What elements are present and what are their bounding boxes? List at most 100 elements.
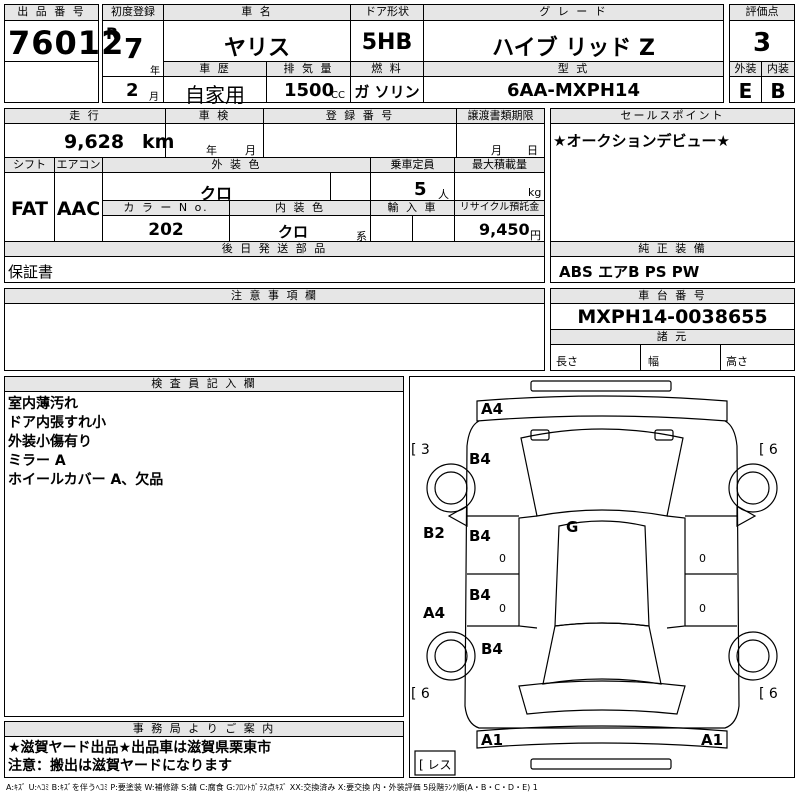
- color-no-label: カ ラ ー N o.: [123, 201, 209, 214]
- chassis-number: MXPH14-0038655: [577, 306, 768, 328]
- car-name: ヤリス: [223, 36, 290, 61]
- capacity-label: 乗車定員: [390, 158, 435, 171]
- selling-points-cell: [550, 108, 795, 242]
- recycle-unit: 円: [530, 229, 541, 242]
- length-label: 長さ: [556, 355, 578, 368]
- inspector-note: ドア内張すれ小: [8, 415, 106, 431]
- month-unit: 月: [149, 92, 159, 103]
- damage-mark: B4: [469, 586, 491, 604]
- damage-mark: B2: [423, 524, 445, 542]
- capacity: 5: [414, 179, 427, 200]
- inspector-note: 室内薄汚れ: [8, 396, 78, 412]
- office-label: 事 務 局 よ り ご 案 内: [132, 722, 276, 735]
- reg-year: 7: [124, 32, 144, 65]
- import-label: 輸 入 車: [387, 201, 438, 214]
- grade-label: グ レ ー ド: [539, 5, 608, 18]
- max-load-label: 最大積載量: [472, 158, 527, 171]
- inspection-label: 車 検: [198, 109, 231, 122]
- panel-mark: 0: [499, 602, 506, 615]
- score: 3: [752, 28, 772, 58]
- door-label: ドア形状: [365, 5, 409, 18]
- color: クロ: [199, 184, 232, 203]
- score-label: 評価点: [745, 5, 779, 18]
- exterior-grade: E: [738, 79, 753, 103]
- inspector-note: ミラー A: [8, 453, 66, 469]
- genuine-equipment: ABS エアB PS PW: [559, 263, 700, 281]
- genuine-label: 純 正 装 備: [638, 242, 707, 255]
- office-notes: ★滋賀ヤード出品★出品車は滋賀県栗東市 注意：搬出は滋賀ヤードになります: [8, 739, 271, 775]
- damage-mark: B4: [481, 640, 503, 658]
- shift-label: シフト: [13, 158, 46, 171]
- capacity-unit: 人: [438, 188, 449, 201]
- history-label: 車 歴: [199, 62, 231, 75]
- displacement-label: 排 気 量: [283, 62, 334, 75]
- width-label: 幅: [648, 355, 659, 368]
- office-note: 注意：搬出は滋賀ヤードになります: [8, 758, 232, 774]
- mileage: 9,628: [64, 131, 125, 153]
- panel-mark: 0: [699, 552, 706, 565]
- tire-rear-left: [ 6: [411, 686, 430, 702]
- exterior-label: 外装: [734, 62, 757, 75]
- panel-mark: 0: [499, 552, 506, 565]
- inspector-note: 外装小傷有り: [8, 434, 92, 450]
- interior-label: 内装: [767, 62, 789, 75]
- car-diagram-frame: [409, 376, 795, 778]
- lot-number-label: 出 品 番 号: [17, 5, 86, 18]
- reg-month: 2: [126, 80, 139, 101]
- damage-mark: A4: [423, 604, 445, 622]
- later-parts: 保証書: [8, 263, 54, 281]
- max-load-unit: kg: [528, 186, 542, 199]
- displacement-unit: CC: [331, 90, 345, 101]
- fuel-label: 燃 料: [371, 62, 403, 75]
- damage-mark: A1: [701, 731, 723, 749]
- spare-tire: [ レス: [419, 758, 452, 772]
- panel-mark: 0: [699, 602, 706, 615]
- color-no: 202: [148, 220, 184, 240]
- damage-mark: G: [566, 518, 578, 536]
- inspector-note: ホイールカバー A、欠品: [8, 472, 164, 488]
- int-color-label: 内 装 色: [275, 201, 325, 214]
- first-reg-label: 初度登録: [111, 5, 155, 18]
- chassis-label: 車 台 番 号: [638, 289, 707, 302]
- grade: ハイブ リッド Z: [492, 36, 655, 61]
- era: R: [106, 24, 119, 43]
- reg-no-label: 登 録 番 号: [325, 109, 395, 122]
- interior-grade: B: [770, 79, 786, 103]
- selling-point: ★オークションデビュー★: [553, 132, 730, 150]
- height-label: 高さ: [726, 355, 748, 368]
- shift: FAT: [11, 198, 48, 220]
- lot-number: 76012: [8, 24, 125, 62]
- damage-mark: A4: [481, 400, 503, 418]
- damage-mark: B4: [469, 450, 491, 468]
- fuel: ガ ソリン: [354, 83, 420, 101]
- damage-mark: A1: [481, 731, 503, 749]
- displacement: 1500: [284, 80, 335, 101]
- int-color-unit: 系: [356, 230, 367, 243]
- color-label: 外 装 色: [211, 158, 262, 171]
- lot-number-header: [4, 4, 99, 21]
- recycle: 9,450: [479, 220, 530, 239]
- mileage-unit: km: [142, 131, 175, 153]
- inspector-notes: 室内薄汚れ ドア内張すれ小 外装小傷有り ミラー A ホイールカバー A、欠品: [8, 395, 163, 490]
- recycle-label: リサイクル預託金: [459, 202, 540, 213]
- car-diagram: A4 B4 B2 B4 B4 A4 B4 G A1 A1 [ 3 [ 6 [ 6…: [411, 380, 778, 776]
- history: 自家用: [185, 83, 245, 107]
- transfer-label: 譲渡書類期限: [467, 109, 534, 122]
- office-note: ★滋賀ヤード出品★出品車は滋賀県栗東市: [8, 740, 272, 756]
- aircon-label: エアコン: [56, 158, 101, 171]
- selling-points-label: セールスポイント: [620, 109, 725, 122]
- specs-label: 諸 元: [656, 330, 689, 343]
- tire-rear-right: [ 6: [759, 686, 778, 702]
- year-unit: 年: [150, 66, 160, 77]
- tire-front-right: [ 6: [759, 442, 778, 458]
- mileage-label: 走 行: [69, 109, 101, 122]
- car-name-label: 車 名: [241, 5, 273, 18]
- int-color: クロ: [277, 223, 308, 241]
- inspector-label: 検 査 員 記 入 欄: [151, 377, 257, 390]
- transfer-day-unit: 日: [527, 144, 538, 157]
- model-code: 6AA-MXPH14: [507, 80, 640, 101]
- tire-front-left: [ 3: [411, 442, 430, 458]
- later-parts-label: 後 日 発 送 部 品: [221, 242, 328, 255]
- lot-number-blank: [4, 61, 99, 103]
- model-code-label: 型 式: [557, 62, 590, 75]
